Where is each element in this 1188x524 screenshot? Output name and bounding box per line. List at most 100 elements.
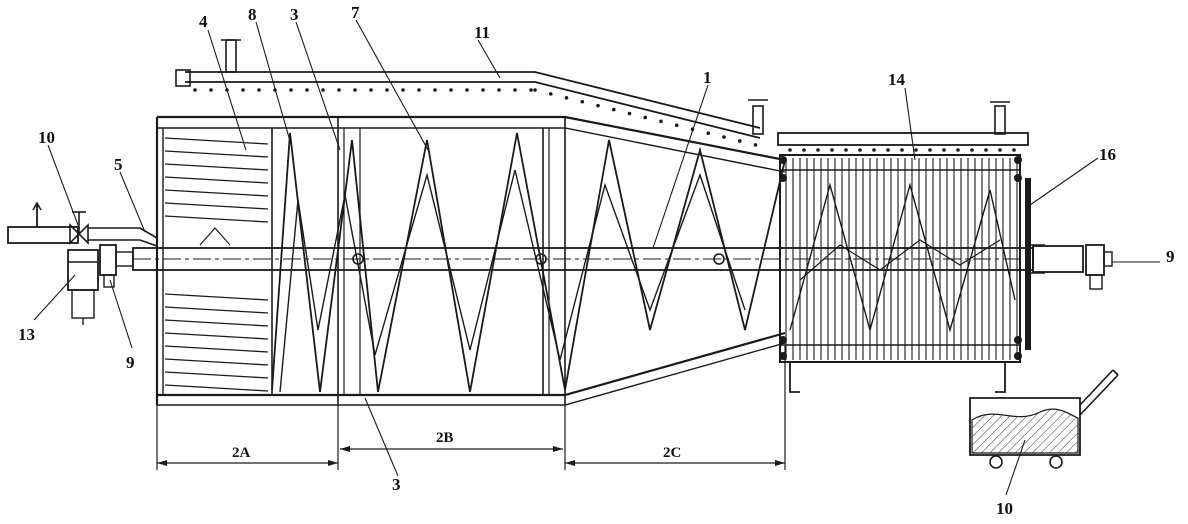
slat-line (164, 332, 269, 340)
spray-nozzle (401, 88, 405, 92)
spray-nozzle (886, 148, 890, 152)
spray-nozzle (257, 88, 261, 92)
spray-nozzle (548, 92, 553, 96)
spray-nozzle (998, 148, 1002, 152)
bearing-right (1085, 244, 1113, 290)
spray-nozzle (900, 148, 904, 152)
spray-nozzle (970, 148, 974, 152)
spray-nozzle (564, 96, 569, 100)
slat-line (164, 358, 269, 366)
spray-nozzle (872, 148, 876, 152)
discharge-plate (1025, 178, 1045, 350)
spray-nozzle (788, 148, 792, 152)
slat-line (164, 176, 269, 184)
spray-nozzle (209, 88, 213, 92)
cage-bolt (779, 174, 787, 182)
label-part-9-right: 9 (1166, 247, 1175, 266)
collection-cart (969, 369, 1119, 469)
spray-nozzle (241, 88, 245, 92)
label-part-4: 4 (199, 12, 208, 31)
label-part-14: 14 (888, 70, 906, 89)
label-part-10-right: 10 (996, 499, 1013, 518)
label-part-11: 11 (474, 23, 490, 42)
spray-nozzle (513, 88, 517, 92)
slat-line (164, 189, 269, 197)
spray-nozzle (337, 88, 341, 92)
spray-nozzle (737, 139, 742, 143)
spray-nozzle (417, 88, 421, 92)
spray-nozzle (722, 135, 726, 139)
section-labels: 2A 2B 2C (232, 430, 681, 461)
label-part-5: 5 (114, 155, 123, 174)
spray-nozzle (956, 148, 960, 152)
spray-nozzle (611, 107, 616, 112)
slat-line (164, 150, 269, 158)
spray-nozzle (193, 88, 197, 92)
slat-line (164, 306, 269, 314)
spray-nozzle (481, 88, 485, 92)
slat-line (164, 371, 269, 379)
spray-nozzle (497, 88, 501, 92)
slat-line (164, 345, 269, 353)
label-part-9-left: 9 (126, 353, 135, 372)
spray-nozzle (449, 88, 453, 92)
spray-nozzle (984, 148, 988, 152)
cage-bolt (1014, 156, 1022, 164)
spray-nozzle (844, 148, 848, 152)
spray-pipe (175, 39, 1029, 152)
spray-nozzle (385, 88, 389, 92)
spray-nozzle (914, 148, 918, 152)
spray-nozzle (1012, 148, 1016, 152)
slat-line (164, 319, 269, 327)
dimension-lines (156, 345, 786, 470)
spray-nozzle (465, 88, 469, 92)
housing-frame (155, 115, 786, 406)
spray-nozzle (928, 148, 932, 152)
inlet-slats (164, 137, 269, 392)
spray-nozzle (643, 115, 648, 120)
cage-bolt (1014, 352, 1022, 360)
label-part-8: 8 (248, 5, 257, 24)
label-part-3-top: 3 (290, 5, 299, 24)
spray-nozzle (321, 88, 325, 92)
spray-nozzle (706, 131, 711, 135)
slat-line (164, 137, 269, 145)
spray-nozzle (433, 88, 437, 92)
spray-nozzle (529, 88, 533, 92)
spray-nozzle (580, 99, 585, 104)
spray-nozzle (627, 111, 632, 116)
slat-line (164, 163, 269, 171)
cage-bolt (779, 352, 787, 360)
spray-nozzle (942, 148, 946, 152)
cage-bolt (1014, 174, 1022, 182)
label-section-2b: 2B (436, 430, 454, 446)
label-section-2a: 2A (232, 445, 251, 461)
spray-nozzle (816, 148, 820, 152)
slat-line (164, 384, 269, 392)
spray-nozzle (533, 88, 537, 92)
label-part-16: 16 (1099, 145, 1116, 164)
slat-line (164, 202, 269, 210)
cage-bolt (779, 336, 787, 344)
filter-cage (779, 154, 1022, 393)
spray-nozzle (659, 119, 663, 124)
label-part-13: 13 (18, 325, 35, 344)
slat-line (164, 215, 269, 223)
label-section-2c: 2C (663, 445, 681, 461)
spray-nozzle (369, 88, 373, 92)
spray-nozzle (858, 148, 862, 152)
cage-bolt (1014, 336, 1022, 344)
spray-nozzle (830, 148, 834, 152)
screw-flights (199, 132, 786, 393)
label-part-10-left: 10 (38, 128, 55, 147)
inlet-assembly (7, 201, 158, 325)
cage-bolt (779, 156, 787, 164)
label-part-1: 1 (703, 68, 712, 87)
spray-nozzle (289, 88, 293, 92)
spray-nozzle (305, 88, 309, 92)
spray-nozzle (753, 143, 758, 147)
label-part-7: 7 (351, 3, 360, 22)
part-labels: 4 8 3 7 11 1 14 16 10 5 13 9 9 3 10 (18, 3, 1175, 518)
